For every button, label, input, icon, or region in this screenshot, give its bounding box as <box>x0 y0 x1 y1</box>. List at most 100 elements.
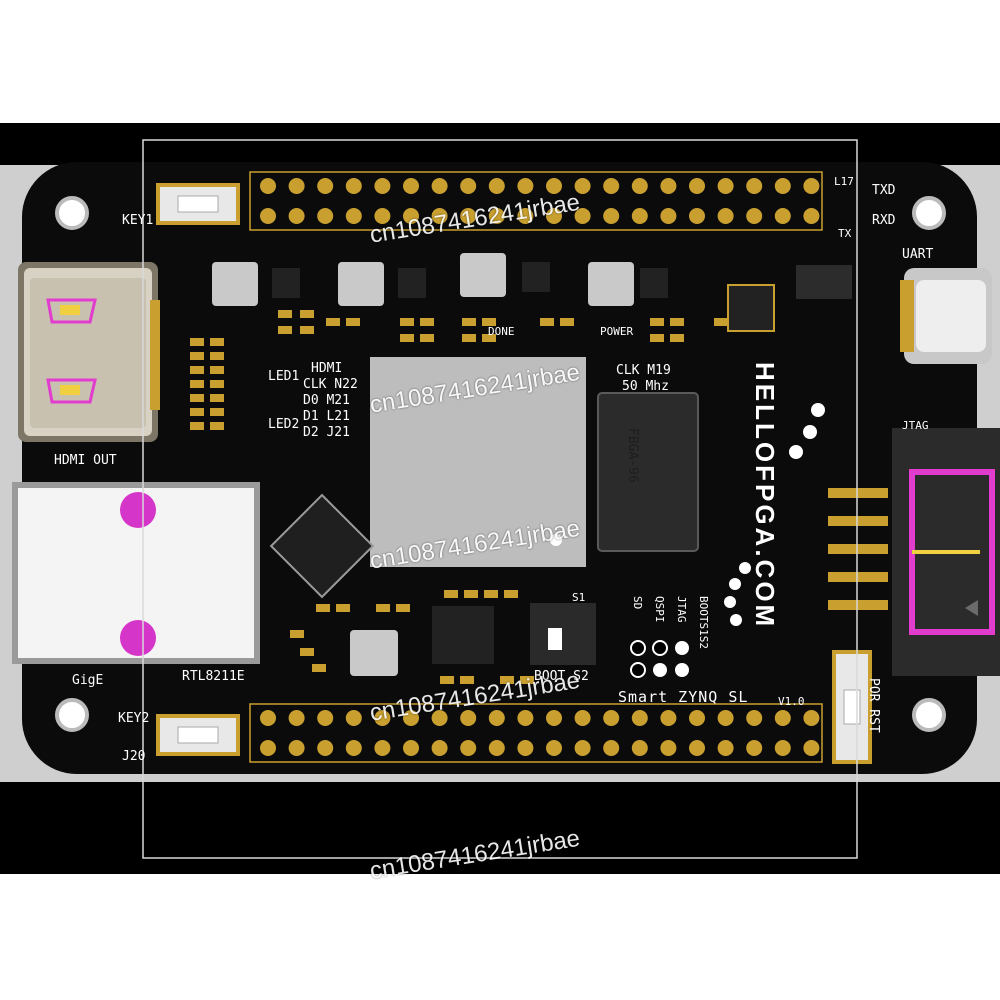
smd-pad <box>190 352 204 360</box>
header-pin <box>460 740 477 756</box>
header-pin <box>631 208 648 224</box>
header-pin <box>460 178 477 194</box>
ethernet-jack <box>12 482 260 664</box>
smd-pad <box>210 366 224 374</box>
smd-pad <box>300 648 314 656</box>
key2-button[interactable] <box>156 714 240 756</box>
j20-label: J20 <box>122 749 146 764</box>
smd-pad <box>210 380 224 388</box>
smd-pad <box>190 380 204 388</box>
smd-pad <box>290 630 304 638</box>
header-pin <box>317 178 334 194</box>
header-pin <box>746 710 763 726</box>
s1-label: S1 <box>572 591 586 604</box>
smd-pad <box>210 394 224 402</box>
done-label: DONE <box>488 325 515 338</box>
boot-s2-label: BOOT S2 <box>534 669 589 684</box>
header-pin <box>403 710 419 726</box>
smd-pad <box>462 334 476 342</box>
smd-pad <box>400 318 414 326</box>
smd-pad <box>300 310 314 318</box>
hdmi-pinout-block: HDMI CLK N22 D0 M21 D1 L21 D2 J21 <box>303 362 358 439</box>
smd-pad <box>190 408 204 416</box>
header-pin <box>660 178 677 194</box>
header-pin <box>288 740 305 756</box>
header-pin <box>717 710 734 726</box>
header-pin <box>260 178 276 194</box>
header-pin <box>374 740 391 756</box>
header-pin <box>689 710 705 726</box>
header-pin <box>574 710 591 726</box>
boot-mode-jtag: JTAG <box>675 596 688 623</box>
header-pin <box>803 208 820 224</box>
header-pin <box>774 710 791 726</box>
header-outline <box>249 703 823 763</box>
smd-pad <box>714 318 728 326</box>
smd-pad <box>460 676 474 684</box>
header-pin <box>260 740 276 756</box>
smd-pad <box>440 676 454 684</box>
smd-pad <box>484 590 498 598</box>
header-pin <box>488 208 505 224</box>
boot-switch-s2[interactable] <box>530 603 596 665</box>
header-pin <box>574 208 591 224</box>
header-pin <box>460 710 477 726</box>
header-pin <box>631 740 648 756</box>
boot-mode-sd: SD <box>631 596 644 610</box>
smd-pad <box>650 334 664 342</box>
hdmi-pinout-line: CLK N22 <box>303 377 358 392</box>
top-dark-band <box>0 123 1000 165</box>
key2-label: KEY2 <box>118 711 150 726</box>
header-pin <box>288 710 305 726</box>
zynq-fpga-chip <box>370 357 586 567</box>
smd-pad <box>316 604 330 612</box>
uart-label: UART <box>902 247 934 262</box>
header-pin <box>689 740 705 756</box>
por-reset-button[interactable] <box>832 650 872 764</box>
header-pin <box>345 178 362 194</box>
header-pin <box>660 710 677 726</box>
header-pin <box>746 208 763 224</box>
smd-pad <box>420 334 434 342</box>
mounting-holes <box>55 196 946 732</box>
gige-label: GigE <box>72 673 104 688</box>
header-pin <box>546 178 562 194</box>
header-pin <box>431 208 448 224</box>
header-pin <box>488 178 505 194</box>
header-pin <box>317 208 334 224</box>
header-pin <box>403 740 419 756</box>
smd-pad <box>190 422 204 430</box>
boot-mode-jumpers <box>630 640 689 678</box>
rxd-label: RXD <box>872 213 896 228</box>
smd-pad <box>376 604 390 612</box>
jtag-label: JTAG <box>902 419 929 432</box>
header-pin <box>517 178 534 194</box>
header-pin <box>574 740 591 756</box>
header-pin <box>317 710 334 726</box>
boot-switch-lever[interactable] <box>548 628 562 650</box>
header-pin <box>774 178 791 194</box>
smd-pad <box>462 318 476 326</box>
board-name: Smart ZYNQ SL <box>618 688 749 706</box>
hdmi-pinout-line: D2 J21 <box>303 425 350 440</box>
brand-text: HELLOFPGA.COM <box>750 362 780 630</box>
smd-pad <box>420 318 434 326</box>
header-pin <box>774 740 791 756</box>
key1-button[interactable] <box>156 183 240 225</box>
header-outline <box>249 171 823 231</box>
smd-pad <box>210 422 224 430</box>
smd-pad <box>190 338 204 346</box>
clk-label: CLK M19 <box>616 363 671 378</box>
jtag-connector <box>828 428 1000 676</box>
boot-flash-chip <box>432 606 494 664</box>
header-pin <box>345 710 362 726</box>
smd-pad <box>278 326 292 334</box>
smd-pad <box>670 334 684 342</box>
l17-label: L17 <box>834 175 854 188</box>
header-pin <box>660 208 677 224</box>
header-pin <box>746 740 763 756</box>
header-pin <box>345 740 362 756</box>
header-pin <box>631 710 648 726</box>
smd-pad <box>444 590 458 598</box>
rtl8211e-label: RTL8211E <box>182 669 245 684</box>
